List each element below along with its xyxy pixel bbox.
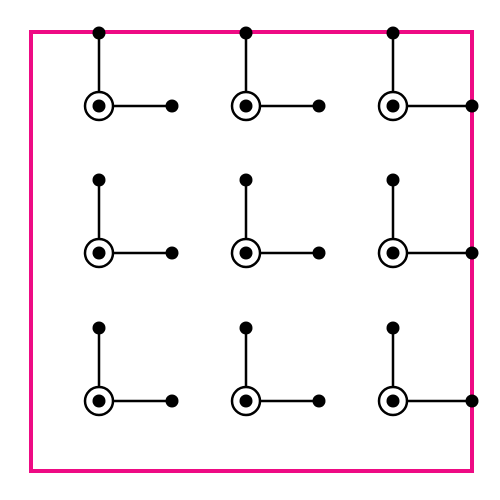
node-r1-c2 (230, 26, 326, 122)
branch-end-dot (386, 321, 400, 335)
node-center-dot (92, 246, 106, 260)
node-r3-c1 (83, 321, 179, 417)
node-center-dot (239, 246, 253, 260)
node-center-dot (239, 99, 253, 113)
node-r2-c3 (377, 173, 479, 269)
node-r2-c1 (83, 173, 179, 269)
node-center-dot (239, 394, 253, 408)
branch-end-dot (92, 173, 106, 187)
node-center-dot (92, 394, 106, 408)
node-r1-c3 (377, 26, 479, 122)
branch-end-dot (165, 99, 179, 113)
branch-end-dot (92, 321, 106, 335)
node-r3-c3 (377, 321, 479, 417)
node-center-dot (386, 99, 400, 113)
branch-end-dot (239, 321, 253, 335)
branch-end-dot (165, 246, 179, 260)
branch-end-dot (465, 246, 479, 260)
branch-end-dot (312, 394, 326, 408)
node-r1-c1 (83, 26, 179, 122)
branch-end-dot (165, 394, 179, 408)
branch-end-dot (465, 394, 479, 408)
node-r3-c2 (230, 321, 326, 417)
branch-end-dot (239, 26, 253, 40)
node-center-dot (92, 99, 106, 113)
branch-end-dot (465, 99, 479, 113)
branch-end-dot (386, 26, 400, 40)
node-grid (83, 26, 479, 417)
node-r2-c2 (230, 173, 326, 269)
node-center-dot (386, 394, 400, 408)
branch-end-dot (312, 99, 326, 113)
branch-end-dot (312, 246, 326, 260)
branch-end-dot (239, 173, 253, 187)
branch-end-dot (92, 26, 106, 40)
node-center-dot (386, 246, 400, 260)
branch-end-dot (386, 173, 400, 187)
